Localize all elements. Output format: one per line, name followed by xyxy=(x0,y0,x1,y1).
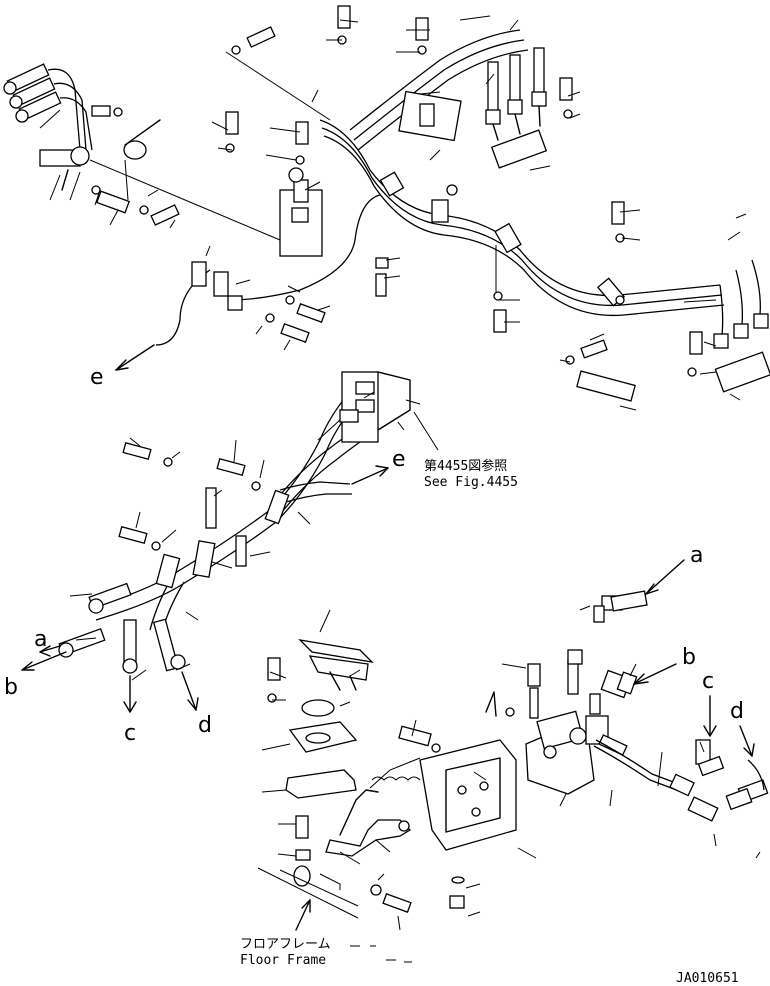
right-manifold xyxy=(565,201,770,402)
reference-arrows-right: a b c d xyxy=(633,543,755,757)
leader-lines-top xyxy=(39,15,747,411)
main-hose-bundle xyxy=(319,29,725,317)
leader-lines-bottom xyxy=(261,605,761,931)
center-bracket xyxy=(225,51,331,257)
left-hose-fittings xyxy=(3,63,93,151)
ref-letter-d-right: d xyxy=(730,699,744,724)
ref-letter-c-right: c xyxy=(702,669,714,694)
left-clamp-group xyxy=(39,105,281,241)
ref-letter-e-middle: e xyxy=(392,447,406,472)
drawing-code: JA010651 xyxy=(676,971,739,986)
floor-frame-jp: フロアフレーム xyxy=(240,937,331,952)
see-fig-en: See Fig.4455 xyxy=(424,475,518,490)
see-figure-note: 第4455図参照 See Fig.4455 xyxy=(424,458,518,490)
middle-hose-assembly xyxy=(58,371,411,674)
ref-letter-e-upper: e xyxy=(90,365,104,390)
upper-hose-assembly xyxy=(3,5,770,402)
ref-letter-c-left: c xyxy=(124,721,136,746)
ref-letter-b-right: b xyxy=(682,645,696,670)
reference-arrows-left: a b c d xyxy=(4,627,212,746)
leader-lines-middle xyxy=(69,391,439,681)
reference-e-upper: e xyxy=(90,344,155,390)
top-manifold xyxy=(398,47,548,169)
ref-letter-d-left: d xyxy=(198,713,212,738)
cable-to-e xyxy=(155,194,507,346)
see-fig-jp: 第4455図参照 xyxy=(424,458,507,474)
lower-pedal-assembly xyxy=(257,590,769,919)
ref-letter-a-right: a xyxy=(690,543,703,568)
ref-letter-a-left: a xyxy=(34,627,47,652)
floor-frame-label: フロアフレーム Floor Frame xyxy=(240,899,412,968)
reference-e-middle: e xyxy=(351,447,406,485)
ref-letter-b-left: b xyxy=(4,675,18,700)
floor-frame-en: Floor Frame xyxy=(240,953,326,968)
